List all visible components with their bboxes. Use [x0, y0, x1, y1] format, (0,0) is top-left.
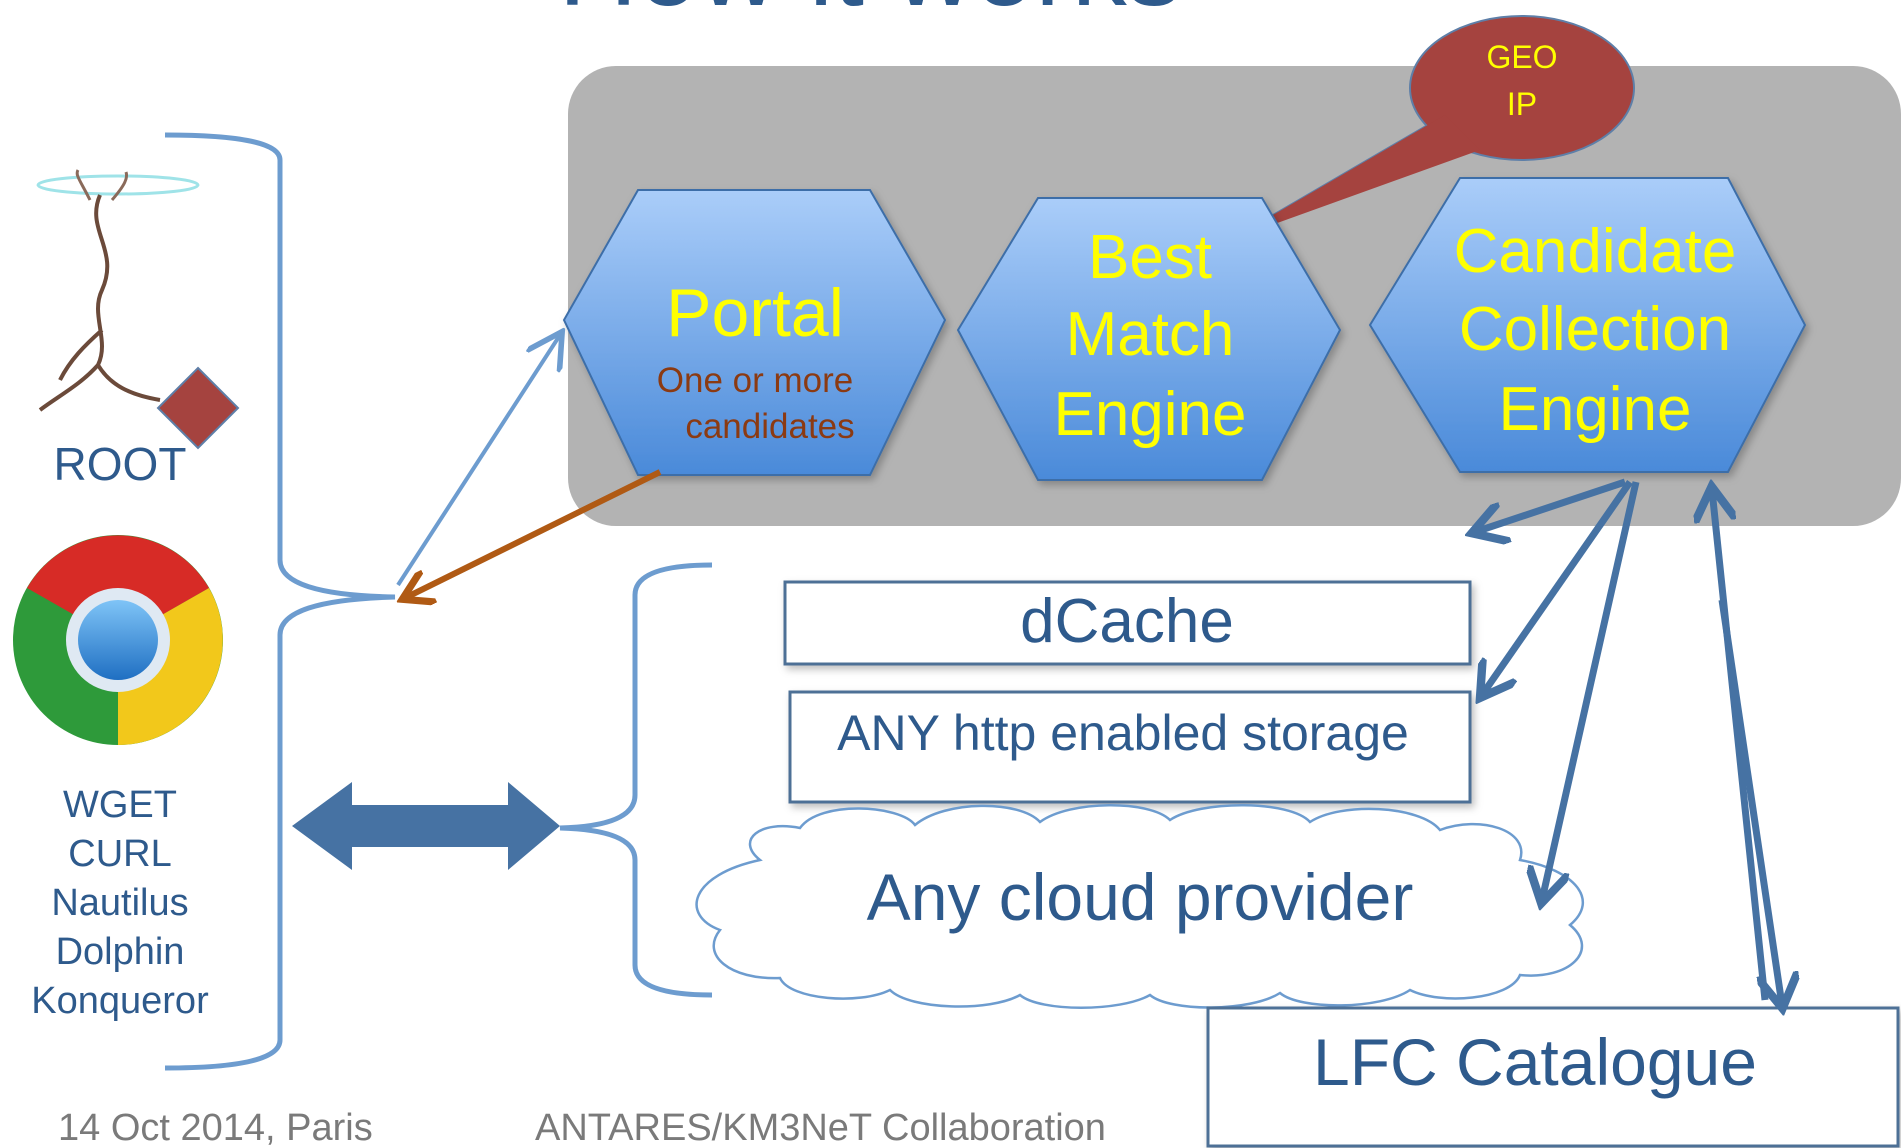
root-label: ROOT — [54, 438, 187, 490]
cloud-shape — [695, 804, 1584, 1009]
arrow-candidate-to-http-storage — [1482, 480, 1633, 695]
candidate-collection-line-2: Collection — [1459, 295, 1731, 364]
best-match-line-2: Match — [1066, 300, 1235, 369]
tool-wget: WGET — [63, 784, 177, 826]
tool-konqueror: Konqueror — [31, 980, 209, 1022]
portal-subtitle-line-1: One or more — [657, 361, 853, 400]
footer-center: ANTARES/KM3NeT Collaboration — [535, 1107, 1106, 1148]
slide-title: How it works — [558, 0, 1181, 29]
arrow-lfc-to-candidate — [1712, 490, 1769, 1001]
best-match-line-1: Best — [1088, 223, 1212, 292]
arrow-clients-to-portal — [396, 335, 560, 587]
candidate-collection-line-1: Candidate — [1454, 217, 1737, 286]
tool-nautilus: Nautilus — [51, 882, 188, 924]
portal-subtitle-line-2: candidates — [685, 407, 854, 446]
dcache-label: dCache — [1020, 587, 1234, 656]
clients-bracket — [164, 132, 396, 1071]
candidate-collection-line-3: Engine — [1498, 375, 1691, 444]
http-storage-label: ANY http enabled storage — [837, 705, 1409, 761]
lfc-box — [1206, 1006, 1900, 1148]
root-logo-diamond — [156, 366, 240, 450]
http-storage-box — [788, 690, 1472, 804]
footer-left: 14 Oct 2014, Paris — [58, 1107, 373, 1148]
geoip-line-1: GEO — [1486, 39, 1557, 75]
geoip-balloon: GEO IP — [1229, 15, 1635, 241]
arrow-portal-to-clients — [405, 469, 662, 598]
arrow-candidate-to-lfc — [1718, 599, 1782, 1005]
cloud-label: Any cloud provider — [867, 860, 1414, 934]
portal-engine — [562, 189, 947, 476]
dcache-box — [783, 580, 1472, 666]
arrow-candidate-to-cloud — [1542, 481, 1640, 900]
best-match-line-3: Engine — [1053, 380, 1246, 449]
chrome-logo — [13, 535, 223, 745]
storage-bracket — [559, 562, 713, 998]
best-match-engine — [956, 197, 1342, 481]
tool-curl: CURL — [68, 833, 171, 875]
root-logo — [36, 169, 240, 450]
portal-title: Portal — [666, 275, 844, 351]
geoip-line-2: IP — [1507, 86, 1537, 122]
candidate-collection-engine — [1368, 177, 1807, 473]
arrow-candidate-to-panel — [1475, 478, 1627, 532]
lfc-label: LFC Catalogue — [1313, 1025, 1757, 1099]
double-arrow-clients-storage — [292, 782, 560, 870]
tool-dolphin: Dolphin — [56, 931, 185, 973]
